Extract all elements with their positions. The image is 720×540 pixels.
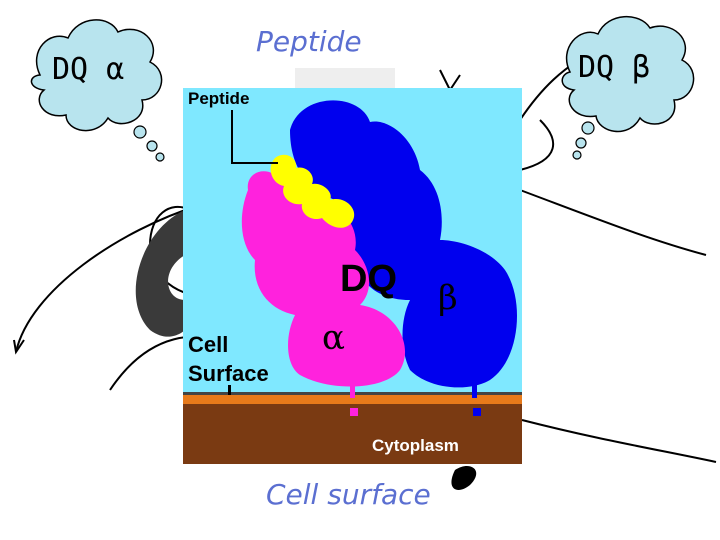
cell-membrane <box>183 394 522 404</box>
dq-beta-bubble-label: DQ β <box>578 50 651 85</box>
figure-surface-label: Surface <box>188 361 269 386</box>
alpha-chain <box>241 171 406 387</box>
peptide-caption: Peptide <box>256 25 362 58</box>
background-cartoon-grey <box>135 68 477 490</box>
peptide-leader-line <box>231 110 278 164</box>
figure-dq-label: DQ <box>340 258 397 300</box>
dq-molecule-figure <box>183 88 522 464</box>
peptide-chain <box>270 154 355 228</box>
figure-alpha-label: α <box>322 318 345 358</box>
cell-surface-caption: Cell surface <box>266 478 431 511</box>
background-cartoon-sketch <box>13 39 717 463</box>
thought-bubble-left <box>30 19 165 162</box>
thought-bubble-right <box>561 15 695 160</box>
figure-cell-label: Cell <box>188 332 229 357</box>
dq-alpha-bubble-label: DQ α <box>52 52 125 87</box>
figure-peptide-label: Peptide <box>188 89 250 108</box>
beta-chain <box>290 100 517 388</box>
figure-beta-label: β <box>438 278 458 318</box>
figure-cytoplasm-label: Cytoplasm <box>372 436 459 455</box>
